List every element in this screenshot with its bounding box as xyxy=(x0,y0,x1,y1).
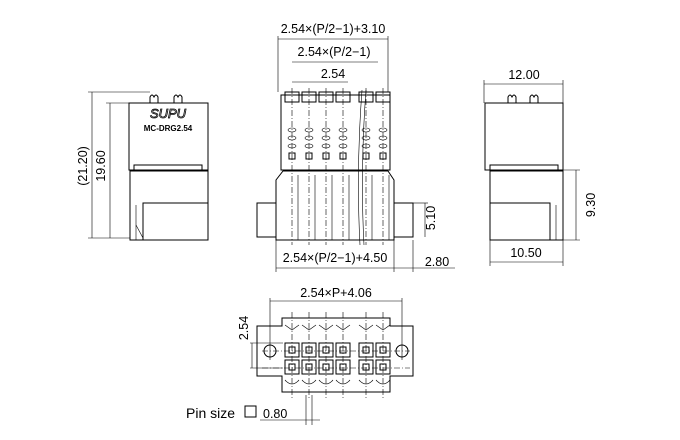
overall-height-dim: (21.20) xyxy=(76,146,90,186)
pin-cell xyxy=(358,359,374,375)
row-pitch-dim: 2.54 xyxy=(237,316,251,340)
lower-height-dim: 9.30 xyxy=(584,193,598,217)
contact-column xyxy=(301,88,317,245)
pin-cell xyxy=(375,359,391,375)
pin-cell xyxy=(301,342,317,358)
pin-cell xyxy=(318,342,334,358)
flange-width-dim: 2.80 xyxy=(425,255,449,269)
top-dim-pitch-span: 2.54×(P/2−1) xyxy=(298,45,371,59)
pin-cell xyxy=(318,359,334,375)
pitch-dim: 2.54 xyxy=(321,67,345,81)
pin-cell xyxy=(284,342,300,358)
pin-cell xyxy=(335,359,351,375)
pin-cell xyxy=(375,342,391,358)
right-view: 12.00 9.30 10.50 xyxy=(483,68,598,266)
flange-height-dim: 5.10 xyxy=(424,206,438,230)
part-label: MC-DRG2.54 xyxy=(144,124,193,133)
bottom-width-dim: 10.50 xyxy=(510,246,541,260)
overall-width-dim: 2.54×P+4.06 xyxy=(300,286,372,300)
pin-size-value: 0.80 xyxy=(263,407,287,421)
pin-cell xyxy=(358,342,374,358)
pin-cell xyxy=(335,342,351,358)
contact-column xyxy=(318,88,334,245)
contact-column xyxy=(335,88,351,245)
square-pin-icon xyxy=(244,405,257,418)
pin-cell xyxy=(301,359,317,375)
pin-cell xyxy=(284,359,300,375)
body-height-dim: 19.60 xyxy=(94,150,108,181)
bottom-dim: 2.54×(P/2−1)+4.50 xyxy=(283,251,388,265)
top-dim-overall: 2.54×(P/2−1)+3.10 xyxy=(281,22,386,36)
bottom-view: 2.54×P+4.06 2.54 Pin size 0.80 xyxy=(186,286,414,425)
contact-column xyxy=(375,88,391,245)
side-view: (21.20) 19.60 SUPU MC-DRG2.54 xyxy=(76,91,209,241)
brand-logo: SUPU xyxy=(150,106,187,121)
front-view: 2.54×(P/2−1)+3.10 2.54×(P/2−1) 2.54 5.10… xyxy=(256,22,455,272)
contact-column xyxy=(284,88,300,245)
pin-size-label: Pin size xyxy=(186,405,235,421)
top-width-dim: 12.00 xyxy=(508,68,539,82)
contact-column xyxy=(358,88,374,245)
